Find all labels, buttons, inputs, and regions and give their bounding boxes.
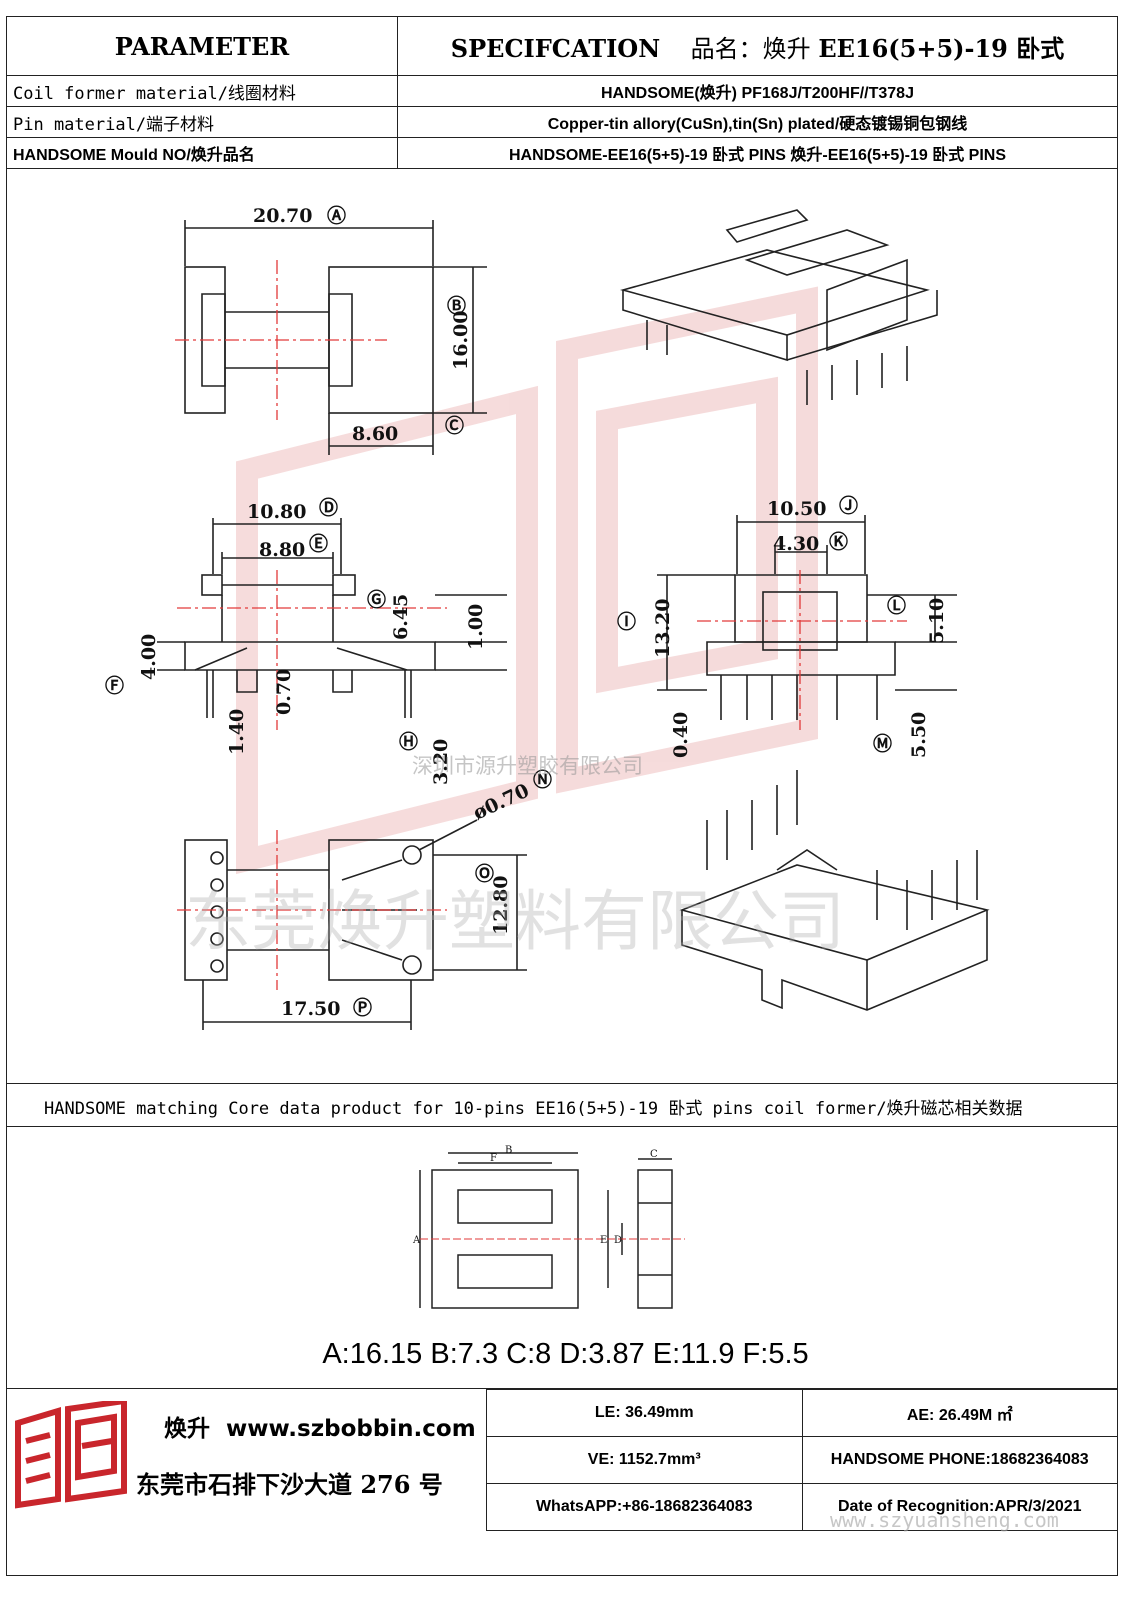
iso-view-top xyxy=(619,209,938,405)
core-letter-e: E xyxy=(600,1235,607,1246)
dim-f-marker: Ⓕ xyxy=(105,674,124,697)
dim-m-value: 5.50 xyxy=(908,712,930,758)
footer: 焕升 www.szbobbin.com 东莞市石排下沙大道 276 号 LE: … xyxy=(6,1388,1118,1577)
core-letter-a: A xyxy=(412,1235,421,1246)
brand-website[interactable]: www.szbobbin.com xyxy=(226,1416,476,1442)
dim-d-marker: Ⓓ xyxy=(319,496,338,519)
core-values: A:16.15 B:7.3 C:8 D:3.87 E:11.9 F:5.5 xyxy=(322,1338,809,1370)
mould-no-value: HANDSOME-EE16(5+5)-19 卧式 PINS 焕升-EE16(5+… xyxy=(397,137,1118,169)
pin-material-label: Pin material/端子材料 xyxy=(6,106,398,138)
dim-b-marker: Ⓑ xyxy=(447,294,466,317)
dim-f-value: 4.00 xyxy=(138,634,160,680)
dim-k-value: 4.30 xyxy=(773,533,819,555)
dim-b-value: 16.00 xyxy=(450,311,472,371)
dim-misc-4: 0.40 xyxy=(670,712,692,758)
spec-label: SPECIFCATION xyxy=(450,33,661,63)
dim-j-value: 10.50 xyxy=(767,498,827,520)
dim-d-value: 10.80 xyxy=(247,501,307,523)
core-letter-b: B xyxy=(505,1145,512,1156)
brand-name: 焕升 xyxy=(164,1416,210,1442)
ve-cell: VE: 1152.7mm³ xyxy=(486,1436,803,1484)
side-view xyxy=(157,518,507,718)
parameter-heading: PARAMETER xyxy=(6,16,398,76)
mould-no-label: HANDSOME Mould NO/焕升品名 xyxy=(6,137,398,169)
core-data-band: HANDSOME matching Core data product for … xyxy=(6,1083,1118,1127)
coil-material-label: Coil former material/线圈材料 xyxy=(6,75,398,107)
dim-c-value: 8.60 xyxy=(352,423,398,445)
ae-cell: AE: 26.49M ㎡ xyxy=(801,1389,1118,1437)
logo-watermark xyxy=(236,286,818,875)
dim-n-marker: Ⓝ xyxy=(533,768,552,791)
dim-a-value: 20.70 xyxy=(253,205,313,227)
dim-g-marker: Ⓖ xyxy=(367,588,386,611)
core-band-text: HANDSOME matching Core data product for … xyxy=(44,1099,1023,1119)
dim-a-marker: Ⓐ xyxy=(327,204,346,227)
front-view xyxy=(657,515,957,720)
core-letter-f: F xyxy=(490,1153,497,1164)
dim-l-value: 5.10 xyxy=(926,598,948,644)
footer-data-table: LE: 36.49mm AE: 26.49M ㎡ VE: 1152.7mm³ H… xyxy=(486,1389,1118,1531)
dim-o-value: 12.80 xyxy=(490,876,512,936)
footer-brand: 焕升 www.szbobbin.com xyxy=(164,1409,476,1443)
dim-i-marker: Ⓘ xyxy=(617,610,636,633)
dim-l-marker: Ⓛ xyxy=(887,594,906,617)
phone-cell: HANDSOME PHONE:18682364083 xyxy=(801,1436,1118,1484)
dim-i-value: 13.20 xyxy=(652,599,674,659)
dim-misc-2: 0.70 xyxy=(273,669,295,715)
dim-o-marker: Ⓞ xyxy=(475,862,494,885)
top-view xyxy=(184,220,487,455)
spec-header-table: PARAMETER SPECIFCATION 品名：焕升 EE16(5+5)-1… xyxy=(6,16,1118,169)
specification-heading: SPECIFCATION 品名：焕升 EE16(5+5)-19 卧式 xyxy=(397,16,1118,76)
whatsapp-cell: WhatsAPP:+86-18682364083 xyxy=(486,1483,803,1531)
dim-p-value: 17.50 xyxy=(281,998,341,1020)
dim-p-marker: Ⓟ xyxy=(353,996,372,1019)
center-lines xyxy=(175,260,907,990)
pin-material-value: Copper-tin allory(CuSn),tin(Sn) plated/硬… xyxy=(397,106,1118,138)
dim-c-marker: Ⓒ xyxy=(445,414,464,437)
dim-e-value: 8.80 xyxy=(259,539,305,561)
dim-e-marker: Ⓔ xyxy=(309,532,328,555)
dim-g-value: 6.45 xyxy=(390,594,412,640)
logo-icon xyxy=(15,1401,127,1509)
dim-h-marker: Ⓗ xyxy=(399,730,418,753)
core-letter-d: D xyxy=(614,1235,622,1246)
dim-misc-1: 1.00 xyxy=(465,604,487,650)
coil-material-value: HANDSOME(焕升) PF168J/T200HF//T378J xyxy=(397,75,1118,107)
title-model: EE16(5+5)-19 卧式 xyxy=(818,33,1065,63)
footer-brand-block: 焕升 www.szbobbin.com 东莞市石排下沙大道 276 号 xyxy=(6,1389,486,1525)
dim-misc-3: 1.40 xyxy=(226,709,248,755)
core-drawing: B F A C E D xyxy=(412,1145,685,1309)
core-letter-c: C xyxy=(650,1149,658,1160)
dim-h-value: 3.20 xyxy=(430,739,452,785)
dim-k-marker: Ⓚ xyxy=(829,530,848,553)
dim-m-marker: Ⓜ xyxy=(873,732,892,755)
le-cell: LE: 36.49mm xyxy=(486,1389,803,1437)
footer-address: 东莞市石排下沙大道 276 号 xyxy=(136,1470,443,1499)
title-prefix: 品名：焕升 xyxy=(690,34,811,63)
date-cell: Date of Recognition:APR/3/2021 xyxy=(801,1483,1118,1531)
dim-j-marker: Ⓙ xyxy=(839,494,858,517)
iso-view-bottom xyxy=(679,770,990,1011)
bobbin-technical-drawing: 20.70 Ⓐ 16.00 Ⓑ 8.60 Ⓒ 10.80 Ⓓ 8.80 Ⓔ 4.… xyxy=(105,204,990,1030)
